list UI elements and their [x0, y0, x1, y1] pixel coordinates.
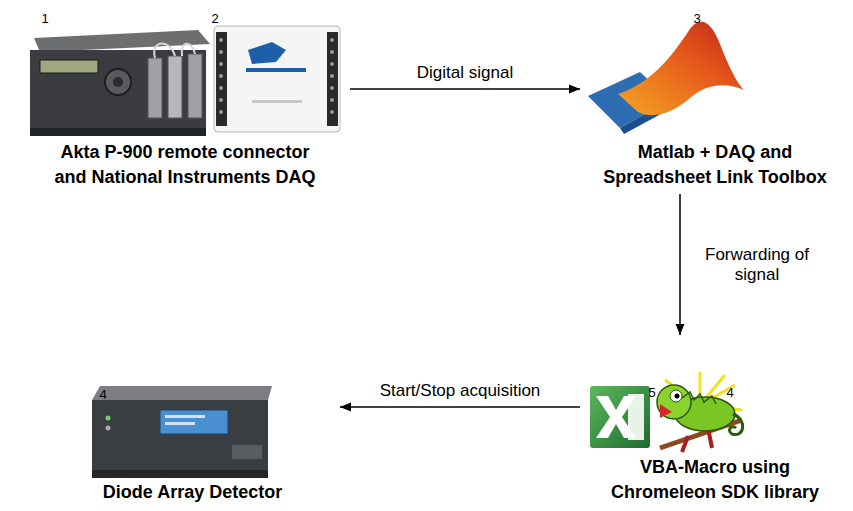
illustration-shape: [219, 62, 223, 66]
illustration-shape: [92, 470, 268, 478]
callout-number: 5: [648, 385, 655, 400]
callout-number: 4: [726, 385, 733, 400]
illustration-shape: [188, 54, 202, 118]
illustration-shape: [92, 400, 268, 478]
illustration-shape: [330, 86, 334, 90]
detector-illustration: [92, 386, 272, 478]
illustration-shape: [165, 415, 205, 418]
arrow-label: Digital signal: [414, 62, 516, 84]
illustration-shape: [219, 74, 223, 78]
illustration-shape: [330, 50, 334, 54]
arrow-label: Start/Stop acquisition: [377, 380, 544, 402]
illustration-shape: [327, 32, 338, 126]
illustration-shape: [670, 390, 682, 402]
component-group: VBA-Macro using Chromeleon SDK library: [580, 335, 850, 509]
signal-arrow: [350, 88, 580, 90]
illustration-shape: [219, 50, 223, 54]
callout-number: 4: [99, 387, 106, 402]
illustration-shape: [40, 60, 98, 73]
illustration-shape: [330, 98, 334, 102]
illustration-shape: [216, 32, 227, 126]
callout-number: 1: [41, 11, 48, 26]
illustration-shape: [330, 62, 334, 66]
illustration-shape: [219, 86, 223, 90]
illustration-shape: [232, 445, 262, 459]
component-group: Matlab + DAQ and Spreadsheet Link Toolbo…: [580, 10, 850, 194]
signal-arrow: [340, 406, 580, 408]
chameleon-icon: [657, 372, 743, 452]
illustration-shape: [165, 422, 195, 425]
component-caption: Akta P-900 remote connector and National…: [43, 10, 328, 190]
illustration-shape: [675, 394, 680, 399]
illustration-shape: [106, 416, 111, 421]
illustration-shape: [30, 128, 206, 136]
component-group: Akta P-900 remote connector and National…: [20, 10, 350, 194]
illustration-shape: [219, 38, 223, 42]
component-caption: Matlab + DAQ and Spreadsheet Link Toolbo…: [590, 10, 840, 190]
illustration-shape: [248, 42, 286, 64]
illustration-shape: [92, 386, 272, 400]
illustration-shape: [214, 26, 340, 132]
illustration-shape: [596, 396, 636, 438]
illustration-shape: [219, 98, 223, 102]
illustration-shape: [30, 50, 206, 136]
illustration-shape: [154, 43, 195, 58]
illustration-shape: [330, 110, 334, 114]
illustration-shape: [682, 392, 716, 404]
component-caption: VBA-Macro using Chromeleon SDK library: [590, 335, 840, 505]
illustration-shape: [330, 74, 334, 78]
component-group: Diode Array Detector: [45, 330, 340, 509]
illustration-shape: [729, 414, 742, 435]
illustration-shape: [660, 404, 672, 418]
illustration-shape: [168, 56, 182, 118]
illustration-shape: [160, 410, 228, 434]
excel-icon: [590, 386, 650, 448]
signal-arrow: [679, 194, 681, 335]
component-caption: Diode Array Detector: [53, 330, 333, 505]
arrow-label: Forwarding of signal: [694, 244, 820, 286]
illustration-shape: [219, 110, 223, 114]
illustration-shape: [113, 77, 123, 87]
callout-number: 2: [211, 11, 218, 26]
daq-illustration: [214, 26, 340, 132]
illustration-shape: [34, 30, 210, 52]
illustration-shape: [330, 38, 334, 42]
illustration-shape: [105, 69, 131, 95]
illustration-shape: [657, 385, 691, 419]
illustration-shape: [219, 38, 334, 114]
illustration-shape: [246, 68, 306, 72]
illustration-shape: [106, 426, 111, 431]
callout-number: 3: [693, 11, 700, 26]
illustration-shape: [618, 22, 744, 115]
illustration-shape: [252, 100, 302, 103]
matlab-logo: [588, 22, 744, 134]
illustration-shape: [590, 386, 650, 448]
illustration-shape: [148, 58, 162, 118]
pump-illustration: [30, 30, 210, 136]
